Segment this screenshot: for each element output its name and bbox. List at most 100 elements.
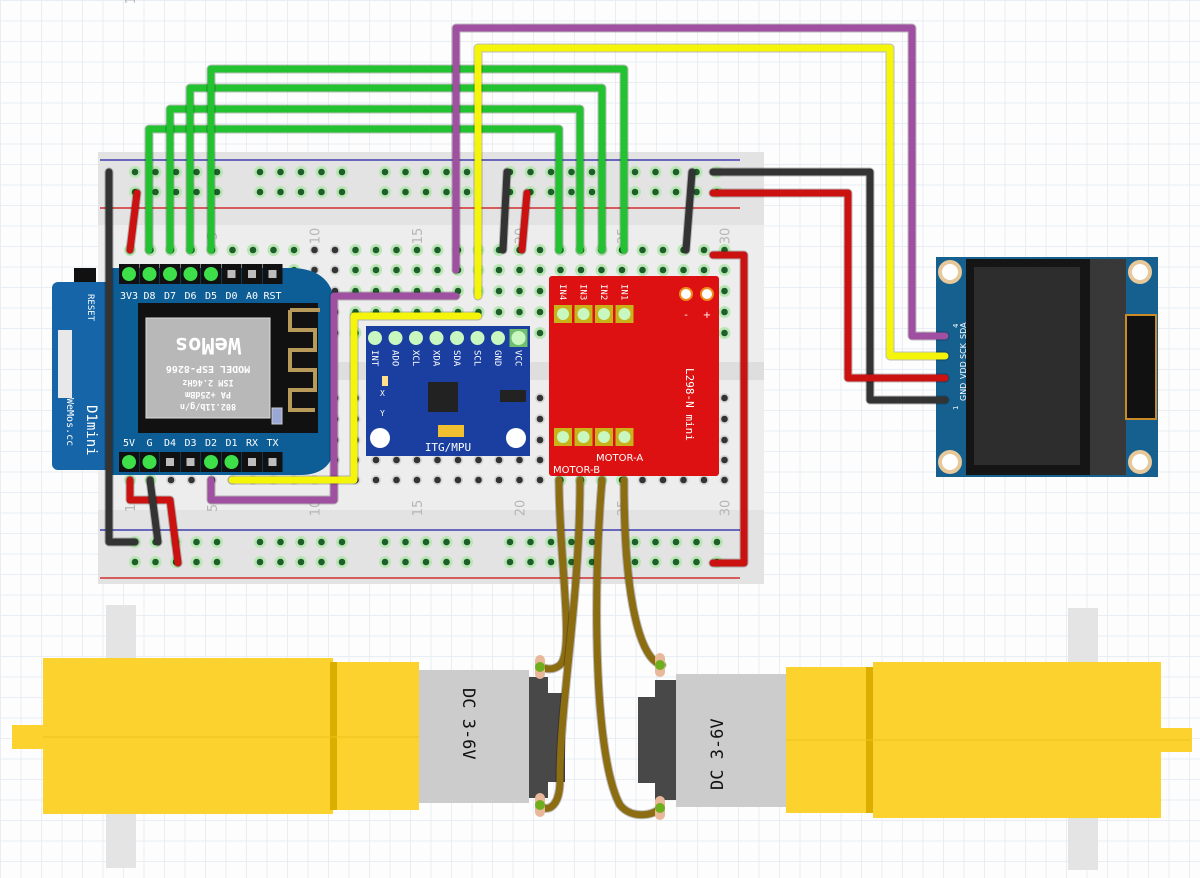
header-pin-connected <box>142 267 157 281</box>
driver-input-pin <box>598 308 610 320</box>
hole <box>393 456 400 464</box>
hole <box>495 476 503 484</box>
hole <box>506 538 514 546</box>
oled-screen <box>974 267 1080 465</box>
header-pin-connected <box>224 455 239 469</box>
hole <box>422 558 430 566</box>
hole <box>213 538 221 546</box>
reset-button[interactable] <box>74 268 96 282</box>
hole <box>172 168 180 176</box>
pin-label-g: G <box>146 438 152 449</box>
driver-output-pin <box>557 431 569 443</box>
hole <box>381 558 389 566</box>
wemos-d1-mini[interactable]: 802.11b/g/n PA +25dBm ISM 2.4GHz MODEL E… <box>52 264 335 475</box>
hole <box>516 308 523 316</box>
esp-module-text: 802.11b/g/n PA +25dBm ISM 2.4GHz MODEL E… <box>166 332 250 411</box>
hole <box>193 538 200 546</box>
hole <box>434 476 441 484</box>
right-motor-can <box>676 674 786 807</box>
motor-left[interactable]: DC 3-6V <box>12 605 565 868</box>
hole <box>213 168 221 176</box>
hole <box>639 246 646 254</box>
hole <box>297 168 305 176</box>
left-gearbox-body <box>43 658 333 814</box>
right-motor-label: DC 3-6V <box>708 718 728 790</box>
hole <box>393 476 400 484</box>
hole <box>495 308 503 316</box>
driver-input-pin <box>557 308 569 320</box>
hole <box>338 188 346 196</box>
axis-y-label: Y <box>380 409 385 418</box>
hole <box>652 168 659 176</box>
driver-output-pins <box>554 428 634 446</box>
motor-right[interactable]: DC 3-6V <box>638 608 1192 870</box>
mpu-pin-label-int: INT <box>369 350 379 367</box>
hole <box>413 456 421 464</box>
mpu-pin <box>368 331 382 345</box>
hole <box>393 266 400 274</box>
hole <box>631 538 639 546</box>
hole <box>588 168 596 176</box>
pin-label-d8: D8 <box>143 291 155 302</box>
hole <box>277 538 284 546</box>
hole <box>413 476 421 484</box>
hole <box>131 168 139 176</box>
hole <box>588 538 596 546</box>
hole <box>536 476 544 484</box>
hole <box>721 415 728 423</box>
column-number-top: 10 <box>309 228 324 245</box>
column-number-top: 30 <box>719 228 734 245</box>
hole <box>381 188 389 196</box>
oled-pin-label-sck: SCK <box>959 342 968 359</box>
oled-flex-area <box>1090 259 1126 475</box>
hole <box>680 476 687 484</box>
mpu-pin <box>429 331 444 345</box>
hole <box>277 558 284 566</box>
hole <box>188 476 195 484</box>
hole <box>372 456 380 464</box>
hole <box>402 558 409 566</box>
oled-mount-hole-tr <box>1128 260 1152 284</box>
hole <box>331 246 339 254</box>
oled-mount-hole-br <box>1128 450 1152 474</box>
header-pin-unconnected <box>166 458 174 466</box>
hole <box>536 287 544 295</box>
header-pin-unconnected <box>248 458 256 466</box>
hole <box>463 168 471 176</box>
driver-output-pin <box>577 431 590 443</box>
header-pin-connected <box>122 455 136 469</box>
hole <box>672 188 680 196</box>
hole <box>568 558 575 566</box>
hole <box>721 476 728 484</box>
wire-green-4 <box>207 65 628 254</box>
right-motor-endcap <box>638 680 676 800</box>
hole <box>402 188 409 196</box>
hole <box>372 266 380 274</box>
hole <box>318 538 325 546</box>
pin-label-a0: A0 <box>246 291 258 302</box>
hole <box>463 538 471 546</box>
hole <box>463 188 471 196</box>
column-number-bottom: 10 <box>309 500 324 517</box>
column-number-bottom: 15 <box>411 500 426 517</box>
pin-label-d3: D3 <box>184 438 196 449</box>
oled-mount-hole-bl <box>938 450 962 474</box>
hole <box>536 456 544 464</box>
hole <box>443 558 450 566</box>
hole <box>547 558 555 566</box>
hole <box>422 538 430 546</box>
hole <box>413 246 421 254</box>
axis-x-label: X <box>380 389 385 398</box>
hole <box>527 558 534 566</box>
driver-output-pin <box>618 431 631 443</box>
hole <box>568 188 575 196</box>
hole <box>193 168 200 176</box>
wire-purple-sda <box>452 24 949 340</box>
